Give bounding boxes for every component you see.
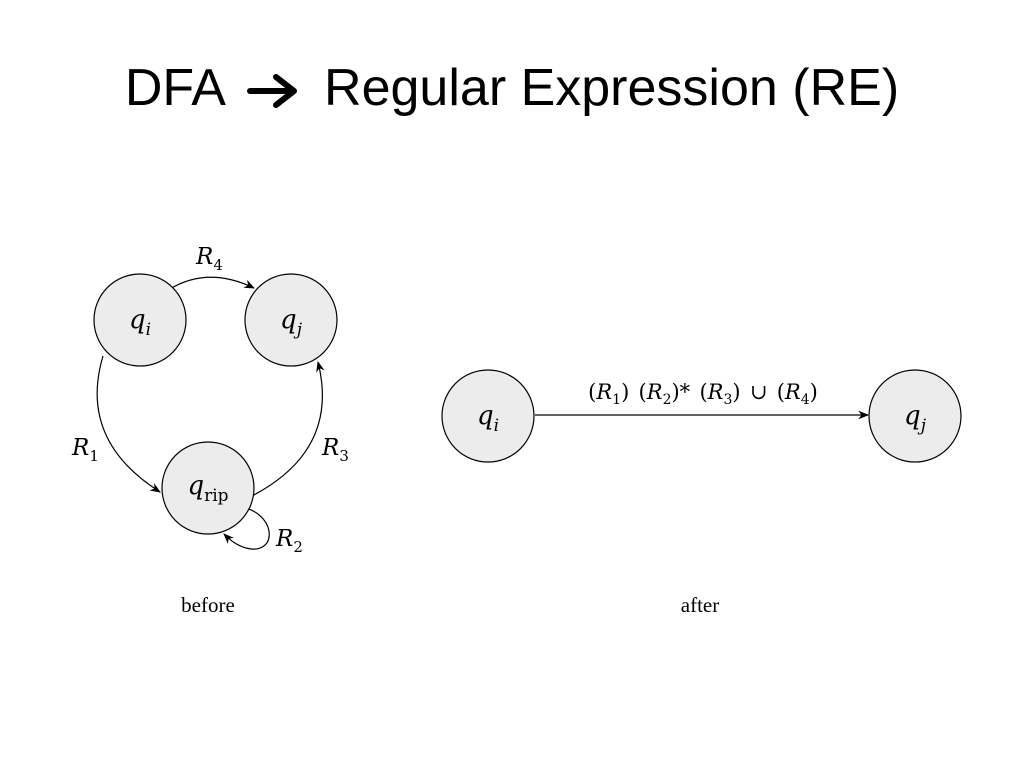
svg-text:qj: qj: [280, 305, 303, 340]
after-diagram: qi qj (R1) (R2)* (R3) ∪ (R4) after: [441, 369, 962, 617]
state-qrip-sub: rip: [204, 486, 229, 506]
state-qi-after-base: q: [477, 401, 494, 431]
state-qj-base: q: [280, 305, 297, 335]
edge-label-r2: R2: [275, 526, 303, 556]
svg-text:qj: qj: [904, 401, 927, 436]
svg-text:qrip: qrip: [187, 471, 228, 506]
state-qj-after-base: q: [904, 401, 921, 431]
svg-text:qi: qi: [477, 401, 499, 436]
edge-r4: [169, 276, 255, 290]
title-right-text: Regular Expression (RE): [324, 59, 900, 117]
state-qi-after-sub: i: [494, 416, 499, 436]
edge-label-r1: R1: [71, 435, 99, 465]
right-arrow-icon: [246, 74, 297, 109]
state-qi-before: qi: [93, 273, 187, 367]
slide-title: DFA Regular Expression (RE): [0, 62, 1024, 114]
combined-regex-label: (R1) (R2)* (R3) ∪ (R4): [588, 380, 818, 408]
edge-label-r3: R3: [321, 435, 349, 465]
state-qrip-base: q: [187, 471, 204, 501]
state-qj-after: qj: [868, 369, 962, 463]
state-qj-sub: j: [293, 320, 303, 340]
before-diagram: qi qj qrip R4 R1: [71, 244, 349, 617]
edge-label-r4: R4: [195, 244, 223, 274]
edge-r1: [96, 355, 161, 493]
state-qj-before: qj: [244, 273, 338, 367]
edge-r3: [251, 360, 325, 497]
state-qrip: qrip: [161, 441, 255, 535]
state-qi-base: q: [129, 305, 146, 335]
state-qi-sub: i: [146, 320, 151, 340]
edge-r2-self-loop: [223, 507, 270, 550]
state-qi-after: qi: [441, 369, 535, 463]
svg-text:qi: qi: [129, 305, 151, 340]
state-qj-after-sub: j: [917, 416, 927, 436]
before-caption: before: [181, 593, 235, 617]
after-caption: after: [681, 593, 719, 617]
title-left-text: DFA: [124, 59, 224, 117]
